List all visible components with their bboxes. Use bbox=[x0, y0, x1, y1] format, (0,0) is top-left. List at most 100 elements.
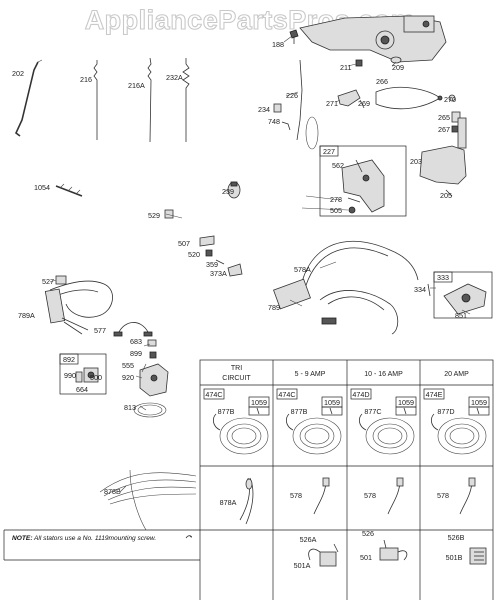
header-5-9-amp: 5 - 9 AMP bbox=[295, 371, 326, 378]
label-520: 520 bbox=[188, 250, 200, 259]
label-813: 813 bbox=[124, 403, 136, 412]
part-202-governor-rod bbox=[15, 59, 43, 137]
label-789: 789 bbox=[268, 303, 280, 312]
label-851: 851 bbox=[455, 311, 467, 320]
screw-code-tri: 1059 bbox=[251, 398, 267, 407]
screw-code-5-9: 1059 bbox=[324, 398, 340, 407]
label-1054: 1054 bbox=[34, 183, 50, 192]
label-234: 234 bbox=[258, 105, 270, 114]
label-562: 562 bbox=[332, 161, 344, 170]
part-232A-spring bbox=[182, 58, 190, 142]
label-205: 205 bbox=[440, 191, 452, 200]
part-209-washer bbox=[390, 56, 402, 64]
lead-cell-20 bbox=[459, 477, 476, 515]
box-892-tag bbox=[59, 353, 79, 365]
part-203-bracket bbox=[419, 117, 467, 185]
label-373A: 373A bbox=[210, 269, 227, 278]
label-211: 211 bbox=[340, 63, 351, 72]
label-527: 527 bbox=[42, 277, 54, 286]
part-892-switch bbox=[75, 367, 99, 383]
regulator-cell-2 bbox=[379, 539, 408, 561]
label-333: 333 bbox=[437, 273, 449, 282]
part-748-screw bbox=[281, 121, 291, 131]
part-529-clip bbox=[164, 209, 174, 219]
label-267: 267 bbox=[438, 125, 450, 134]
part-359-nut bbox=[215, 259, 225, 265]
stator-part-5-9: 877B bbox=[291, 407, 308, 416]
box-227 bbox=[319, 145, 407, 217]
lead-cell-5-9 bbox=[313, 477, 330, 515]
label-334: 334 bbox=[414, 285, 426, 294]
stator-cell-tri bbox=[203, 388, 270, 455]
stator-part-20: 877D bbox=[437, 407, 454, 416]
label-920: 920 bbox=[122, 373, 134, 382]
part-813-clamp bbox=[133, 402, 167, 418]
label-505: 505 bbox=[330, 206, 342, 215]
lead-part-5-9: 578 bbox=[290, 491, 302, 500]
part-789A-harness bbox=[44, 280, 113, 335]
header-tri-line2: CIRCUIT bbox=[222, 375, 251, 382]
stator-part-tri: 877B bbox=[218, 407, 235, 416]
part-216A-spring bbox=[147, 57, 152, 143]
stator-cell-5-9 bbox=[276, 388, 343, 455]
label-555: 555 bbox=[122, 361, 134, 370]
label-266: 266 bbox=[376, 77, 388, 86]
box-333 bbox=[433, 271, 493, 319]
part-270-clip bbox=[448, 94, 456, 102]
regulator-bottom-1: 501A bbox=[294, 561, 311, 570]
part-governor-bracket-assembly bbox=[299, 15, 447, 63]
stator-code-5-9: 474C bbox=[278, 390, 295, 399]
label-578A: 578A bbox=[294, 265, 311, 274]
part-1054-wire bbox=[55, 183, 83, 197]
label-748: 748 bbox=[268, 117, 280, 126]
label-265: 265 bbox=[438, 113, 450, 122]
label-892: 892 bbox=[63, 355, 75, 364]
part-205-screw bbox=[445, 189, 453, 197]
label-359: 359 bbox=[206, 260, 218, 269]
part-266-cable bbox=[375, 86, 443, 110]
label-202: 202 bbox=[12, 69, 24, 78]
label-203: 203 bbox=[410, 157, 422, 166]
stator-code-tri: 474C bbox=[205, 390, 222, 399]
part-683-clip bbox=[147, 339, 157, 347]
regulator-cell-1 bbox=[308, 543, 339, 567]
part-578A-harness bbox=[273, 240, 419, 335]
label-226: 226 bbox=[286, 91, 298, 100]
label-227: 227 bbox=[323, 147, 335, 156]
lead-cell-10-16 bbox=[387, 477, 404, 515]
lead-cell-tri bbox=[239, 477, 254, 525]
part-269-screw bbox=[359, 99, 365, 109]
label-270: 270 bbox=[444, 95, 456, 104]
part-267-nut bbox=[451, 125, 459, 133]
label-188: 188 bbox=[272, 40, 284, 49]
part-373A-bracket bbox=[227, 263, 243, 277]
box-227-tag bbox=[319, 145, 339, 157]
label-683: 683 bbox=[130, 337, 142, 346]
stator-cell-10-16 bbox=[350, 388, 417, 455]
regulator-top-1: 526A bbox=[300, 535, 317, 544]
part-505-nut bbox=[348, 206, 356, 214]
part-278-spring bbox=[347, 197, 361, 203]
stator-table bbox=[3, 359, 494, 600]
label-990: 990 bbox=[64, 371, 76, 380]
label-239: 239 bbox=[222, 187, 234, 196]
note-text: All stators use a No. 1119mounting screw… bbox=[33, 535, 156, 542]
screw-code-10-16: 1059 bbox=[398, 398, 414, 407]
label-216: 216 bbox=[80, 75, 92, 84]
part-577-wire bbox=[113, 322, 153, 337]
label-278: 278 bbox=[330, 195, 342, 204]
label-529: 529 bbox=[148, 211, 160, 220]
note-prefix: NOTE: bbox=[12, 535, 33, 542]
label-271: 271 bbox=[326, 99, 338, 108]
regulator-cell-3 bbox=[469, 547, 487, 565]
lead-part-20: 578 bbox=[437, 491, 449, 500]
label-664: 664 bbox=[76, 385, 88, 394]
label-216A: 216A bbox=[128, 81, 145, 90]
part-562-screw bbox=[355, 159, 363, 173]
note-screw-icon bbox=[185, 535, 193, 539]
part-271-lever bbox=[337, 89, 361, 107]
label-232A: 232A bbox=[166, 73, 183, 82]
regulator-bottom-2: 501 bbox=[360, 553, 372, 562]
